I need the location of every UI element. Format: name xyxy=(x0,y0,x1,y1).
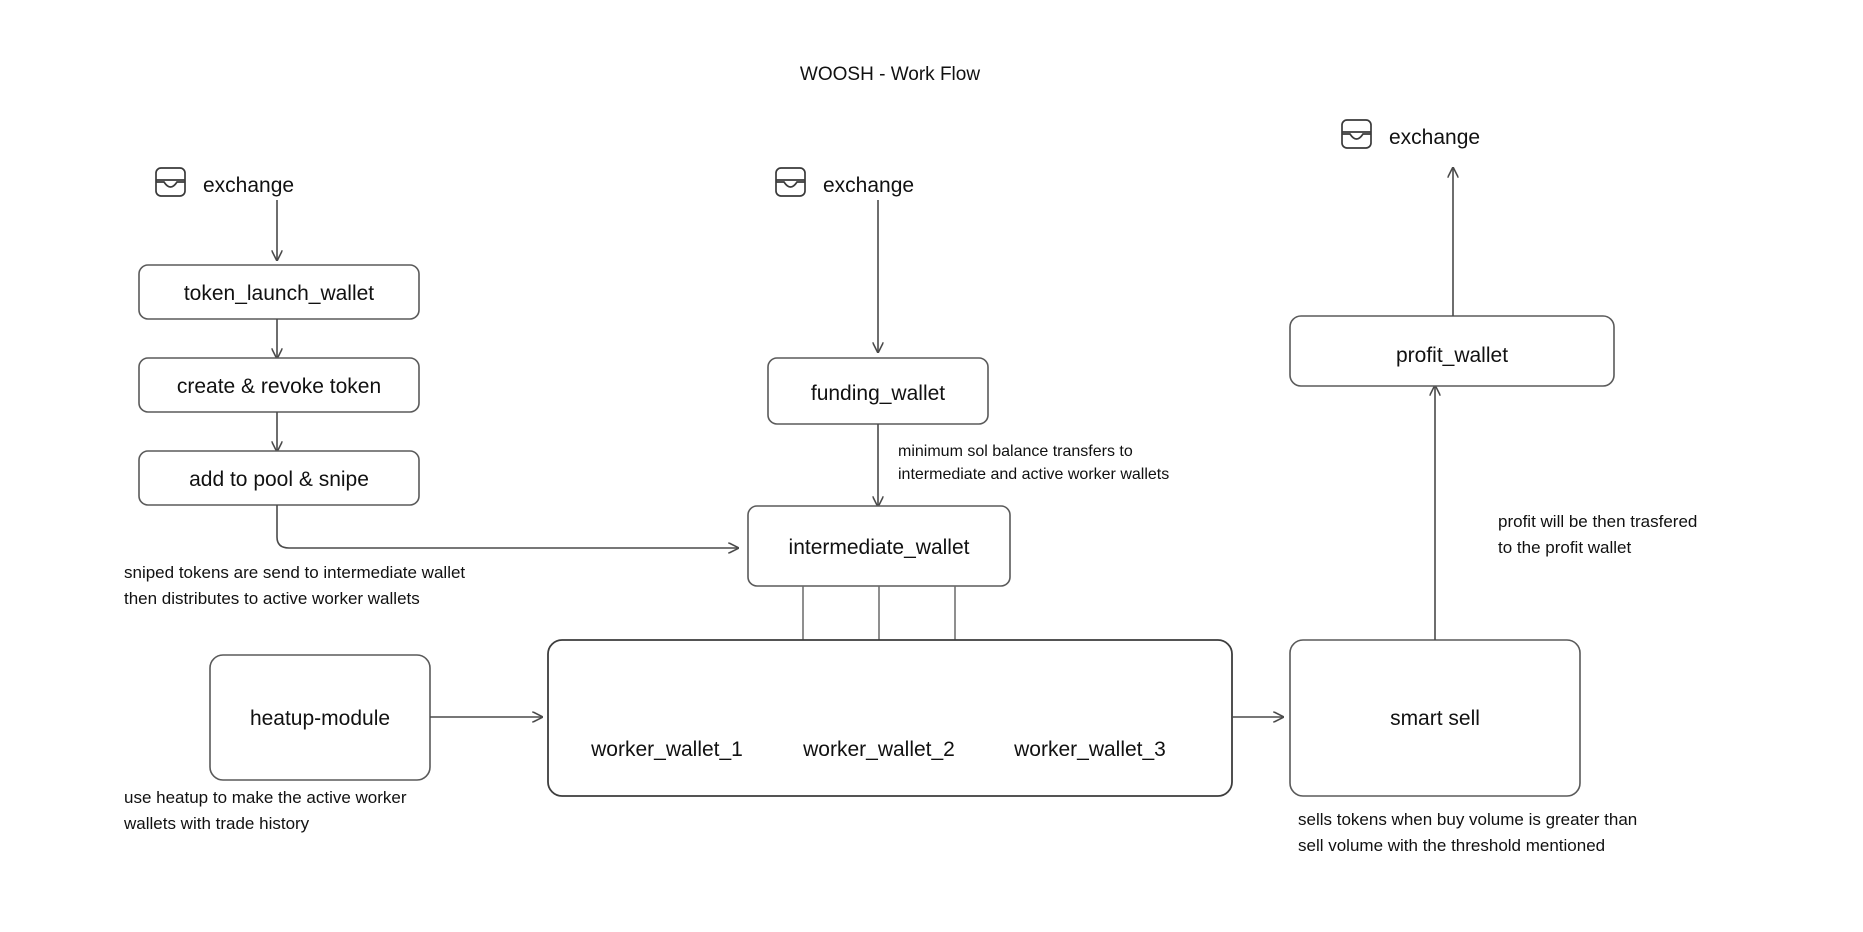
node-label: create & revoke token xyxy=(177,375,381,398)
sniped-tokens-note-line1: sniped tokens are send to intermediate w… xyxy=(124,563,465,582)
worker-wallet-3-label: worker_wallet_3 xyxy=(1013,738,1166,761)
funding-transfer-note-line1: minimum sol balance transfers to xyxy=(898,443,1133,460)
node-label: intermediate_wallet xyxy=(789,536,970,559)
smart-sell-note-line2: sell volume with the threshold mentioned xyxy=(1298,836,1605,855)
heatup-note-line1: use heatup to make the active worker xyxy=(124,788,407,807)
inbox-icon xyxy=(1341,119,1372,149)
exchange-label-mid: exchange xyxy=(823,174,914,197)
node-label: funding_wallet xyxy=(811,382,945,405)
smart-sell-note-line1: sells tokens when buy volume is greater … xyxy=(1298,810,1637,829)
node-label: token_launch_wallet xyxy=(184,282,374,305)
profit-note-line1: profit will be then trasfered xyxy=(1498,512,1697,531)
inbox-icon xyxy=(155,167,186,197)
worker-wallet-group: worker_wallet_1 worker_wallet_2 worker_w… xyxy=(547,639,1233,797)
node-smart-sell[interactable]: smart sell xyxy=(1289,639,1581,797)
exchange-label-left: exchange xyxy=(203,174,294,197)
node-token-launch-wallet[interactable]: token_launch_wallet xyxy=(138,264,420,320)
heatup-note-line2: wallets with trade history xyxy=(123,814,310,833)
node-profit-wallet[interactable]: profit_wallet xyxy=(1289,315,1615,387)
funding-transfer-note-line2: intermediate and active worker wallets xyxy=(898,466,1169,483)
sniped-tokens-note-line2: then distributes to active worker wallet… xyxy=(124,589,420,608)
node-create-revoke-token[interactable]: create & revoke token xyxy=(138,357,420,413)
node-label: profit_wallet xyxy=(1396,344,1508,367)
node-label: heatup-module xyxy=(250,707,390,730)
exchange-label-right: exchange xyxy=(1389,126,1480,149)
node-intermediate-wallet[interactable]: intermediate_wallet xyxy=(747,505,1011,587)
profit-note-line2: to the profit wallet xyxy=(1498,538,1632,557)
worker-wallet-2-label: worker_wallet_2 xyxy=(802,738,955,761)
inbox-icon xyxy=(775,167,806,197)
worker-wallet-1-label: worker_wallet_1 xyxy=(590,738,743,761)
node-funding-wallet[interactable]: funding_wallet xyxy=(767,357,989,425)
edge-add-pool-to-intermediate xyxy=(276,505,738,548)
node-label: add to pool & snipe xyxy=(189,468,369,491)
node-add-to-pool-snipe[interactable]: add to pool & snipe xyxy=(138,450,420,506)
diagram-title: WOOSH - Work Flow xyxy=(800,64,980,85)
node-label: smart sell xyxy=(1390,707,1480,730)
node-heatup-module[interactable]: heatup-module xyxy=(209,654,431,781)
